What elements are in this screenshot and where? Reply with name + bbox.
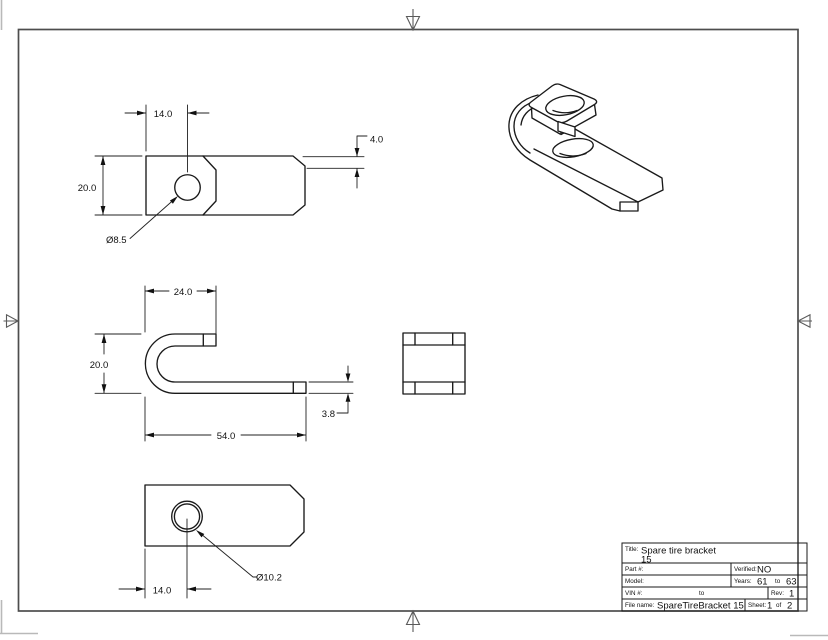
dimension-top-hole-x: 14.0 bbox=[124, 104, 210, 173]
title-value: Spare tire bracket bbox=[641, 546, 716, 557]
view-bottom-flat: 14.0 Ø10.2 bbox=[118, 484, 305, 599]
dimension-bottom-hole-x: 14.0 bbox=[118, 518, 212, 599]
title-block: Title: Spare tire bracket 15 Part #: Ver… bbox=[621, 542, 808, 612]
vin-to-word: to bbox=[699, 590, 705, 597]
title-value-line2: 15 bbox=[641, 555, 652, 566]
dimension-side-thickness: 3.8 bbox=[308, 365, 354, 420]
sheet-label: Sheet: bbox=[748, 602, 766, 609]
verified-value: NO bbox=[757, 565, 771, 576]
dim-label: 14.0 bbox=[153, 586, 172, 597]
dimension-side-arm: 24.0 bbox=[144, 285, 217, 337]
view-top-flat: 14.0 20.0 4.0 Ø8.5 bbox=[78, 104, 383, 246]
sheet-of-word: of bbox=[776, 602, 782, 609]
dim-label: Ø8.5 bbox=[106, 235, 127, 246]
model-label: Model: bbox=[625, 578, 644, 585]
rev-value: 1 bbox=[789, 589, 794, 600]
sheet-number: 1 bbox=[767, 601, 772, 612]
years-to-value: 63 bbox=[786, 577, 797, 588]
center-mark-top-icon bbox=[405, 9, 421, 32]
center-mark-left-icon bbox=[3, 313, 20, 329]
verified-label: Verified: bbox=[734, 566, 757, 573]
dim-label: 4.0 bbox=[370, 135, 383, 146]
dim-label: 20.0 bbox=[90, 360, 109, 371]
view-end bbox=[402, 332, 466, 395]
center-mark-bottom-icon bbox=[405, 609, 421, 632]
dimension-top-offset: 4.0 bbox=[302, 135, 383, 189]
center-mark-right-icon bbox=[796, 313, 812, 329]
view-isometric bbox=[508, 83, 664, 212]
file-name-value: SpareTireBracket 15 bbox=[657, 601, 744, 612]
file-name-label: File name: bbox=[625, 602, 655, 609]
part-number-label: Part #: bbox=[625, 566, 644, 573]
view-side-profile: 24.0 20.0 54.0 3.8 bbox=[90, 285, 354, 442]
dimension-side-height: 20.0 bbox=[90, 333, 142, 394]
dim-label: 14.0 bbox=[154, 109, 173, 120]
dimension-top-height: 20.0 bbox=[78, 155, 143, 216]
dim-label: 3.8 bbox=[322, 409, 335, 420]
drawing-border bbox=[17, 28, 799, 612]
title-label: Title: bbox=[625, 546, 639, 553]
vin-label: VIN #: bbox=[625, 590, 643, 597]
dim-label: 54.0 bbox=[217, 431, 236, 442]
dim-label: 20.0 bbox=[78, 183, 97, 194]
callout-bottom-hole-dia: Ø10.2 bbox=[196, 530, 282, 584]
years-label: Years: bbox=[734, 578, 752, 585]
rev-label: Rev: bbox=[771, 590, 784, 597]
years-from-value: 61 bbox=[757, 577, 768, 588]
sheet-total: 2 bbox=[787, 601, 792, 612]
years-to-word: to bbox=[775, 578, 781, 585]
callout-top-hole-dia: Ø8.5 bbox=[106, 196, 178, 246]
dim-label: 24.0 bbox=[174, 287, 193, 298]
dim-label: Ø10.2 bbox=[256, 573, 282, 584]
dimension-side-length: 54.0 bbox=[144, 396, 307, 442]
